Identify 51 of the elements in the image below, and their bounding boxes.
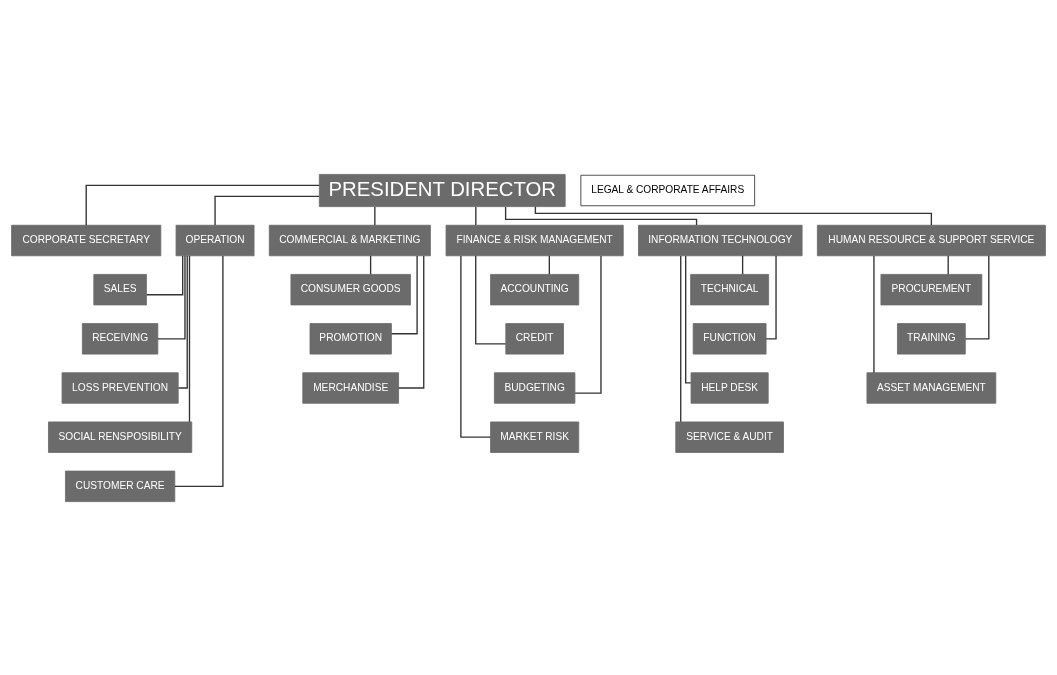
- connector: [145, 254, 184, 295]
- node-box: SERVICE & AUDIT: [675, 421, 784, 453]
- node-box: LOSS PREVENTION: [61, 371, 179, 404]
- node-box: ASSET MANAGEMENT: [866, 371, 997, 404]
- connector: [475, 205, 477, 226]
- node-box: HELP DESK: [690, 371, 769, 404]
- node-box: SALES: [93, 273, 147, 305]
- connector: [680, 254, 682, 422]
- node-box: CONSUMER GOODS: [290, 273, 411, 305]
- node-box: CUSTOMER CARE: [65, 470, 176, 502]
- node-box: SOCIAL RENSPOSIBILITY: [48, 421, 193, 453]
- connector: [397, 254, 425, 389]
- connector: [548, 254, 550, 275]
- connector: [475, 254, 507, 345]
- node-box: PROMOTION: [309, 322, 392, 355]
- node-box: PROCUREMENT: [880, 273, 983, 305]
- connector: [964, 254, 990, 340]
- node-box: FINANCE & RISK MANAGEMENT: [445, 224, 624, 256]
- node-box: COMMERCIAL & MARKETING: [268, 224, 431, 256]
- node-box: FUNCTION: [692, 322, 767, 355]
- connector: [741, 254, 744, 275]
- node-box: LEGAL & CORPORATE AFFAIRS: [580, 174, 756, 206]
- connector: [174, 254, 224, 487]
- node-box: PRESIDENT DIRECTOR: [318, 173, 566, 207]
- connector: [873, 254, 875, 373]
- connector: [214, 195, 320, 226]
- node-box: TECHNICAL: [690, 273, 770, 305]
- node-box: MARKET RISK: [490, 421, 580, 453]
- node-box: RECEIVING: [81, 322, 159, 355]
- node-box: CORPORATE SECRETARY: [11, 224, 162, 256]
- connector: [157, 254, 186, 340]
- connector: [374, 205, 376, 226]
- connector: [369, 254, 372, 275]
- connector: [188, 254, 191, 422]
- node-box: OPERATION: [175, 224, 255, 256]
- node-box: TRAINING: [897, 322, 966, 355]
- connector: [390, 254, 418, 334]
- connector: [765, 254, 777, 340]
- connector: [85, 184, 320, 226]
- connector: [574, 254, 602, 394]
- node-box: MERCHANDISE: [302, 371, 399, 404]
- connector: [460, 254, 492, 438]
- node-box: BUDGETING: [493, 371, 576, 404]
- node-box: CREDIT: [505, 322, 564, 355]
- node-box: HUMAN RESOURCE & SUPPORT SERVICE: [816, 224, 1046, 256]
- node-box: ACCOUNTING: [490, 273, 580, 305]
- connector: [685, 254, 692, 384]
- connector: [534, 205, 933, 226]
- connector: [947, 254, 949, 275]
- connector: [177, 254, 188, 389]
- node-box: INFORMATION TECHNOLOGY: [638, 224, 803, 256]
